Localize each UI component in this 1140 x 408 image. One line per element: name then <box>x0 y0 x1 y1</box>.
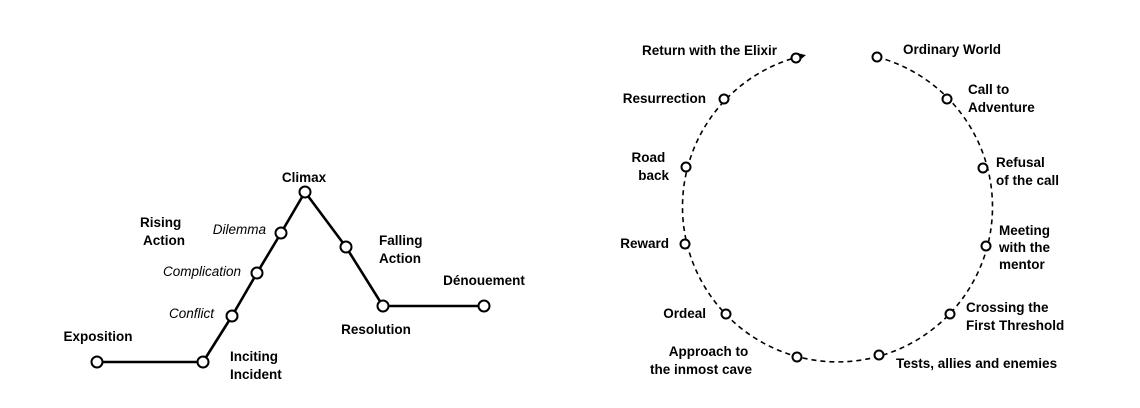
climax-node <box>298 185 312 199</box>
approach-to-the-inmost-cave-label: Approach to the inmost cave <box>650 344 753 377</box>
ordeal-node <box>720 308 732 320</box>
falling-action-node <box>339 240 353 254</box>
return-with-the-elixir-node <box>790 52 802 64</box>
tests-allies-and-enemies-node <box>873 349 885 361</box>
dilemma-node <box>274 226 288 240</box>
road-back-label: Road back <box>631 150 669 183</box>
denouement-node <box>477 299 491 313</box>
call-to-adventure-node <box>941 93 953 105</box>
denouement-label: Dénouement <box>443 273 525 288</box>
road-back-node <box>680 161 692 173</box>
crossing-the-first-threshold-node <box>944 308 956 320</box>
meeting-with-the-mentor-node <box>980 240 992 252</box>
complication-node <box>250 266 264 280</box>
call-to-adventure-label: Call to Adventure <box>968 82 1035 115</box>
reward-node <box>679 238 691 250</box>
resurrection-node <box>718 93 730 105</box>
climax-label: Climax <box>282 170 327 185</box>
conflict-label: Conflict <box>169 306 215 321</box>
return-with-the-elixir-label: Return with the Elixir <box>642 43 778 58</box>
meeting-with-the-mentor-label: Meeting with the mentor <box>998 223 1054 272</box>
falling-action-label: Falling Action <box>379 233 426 266</box>
exposition-node <box>90 355 104 369</box>
refusal-of-the-call-label: Refusal of the call <box>996 155 1059 188</box>
exposition-label: Exposition <box>63 329 132 344</box>
inciting-incident-label: Inciting Incident <box>230 349 282 382</box>
conflict-node <box>225 309 239 323</box>
complication-label: Complication <box>163 264 241 279</box>
refusal-of-the-call-node <box>977 162 989 174</box>
heros-journey-circle: Ordinary World Call to Adventure Refusal… <box>620 42 1064 377</box>
resolution-node <box>376 299 390 313</box>
dilemma-label: Dilemma <box>213 222 267 237</box>
approach-to-the-inmost-cave-node <box>791 351 803 363</box>
ordeal-label: Ordeal <box>663 306 706 321</box>
resurrection-label: Resurrection <box>623 91 706 106</box>
inciting-incident-node <box>196 355 210 369</box>
tests-allies-and-enemies-label: Tests, allies and enemies <box>896 356 1057 371</box>
freytag-pyramid: Exposition Inciting Incident Conflict Co… <box>63 170 525 382</box>
crossing-the-first-threshold-label: Crossing the First Threshold <box>966 300 1064 333</box>
resolution-label: Resolution <box>341 322 411 337</box>
ordinary-world-label: Ordinary World <box>903 42 1001 57</box>
reward-label: Reward <box>620 236 669 251</box>
rising-action-label: Rising Action <box>140 215 185 248</box>
ordinary-world-node <box>871 51 883 63</box>
